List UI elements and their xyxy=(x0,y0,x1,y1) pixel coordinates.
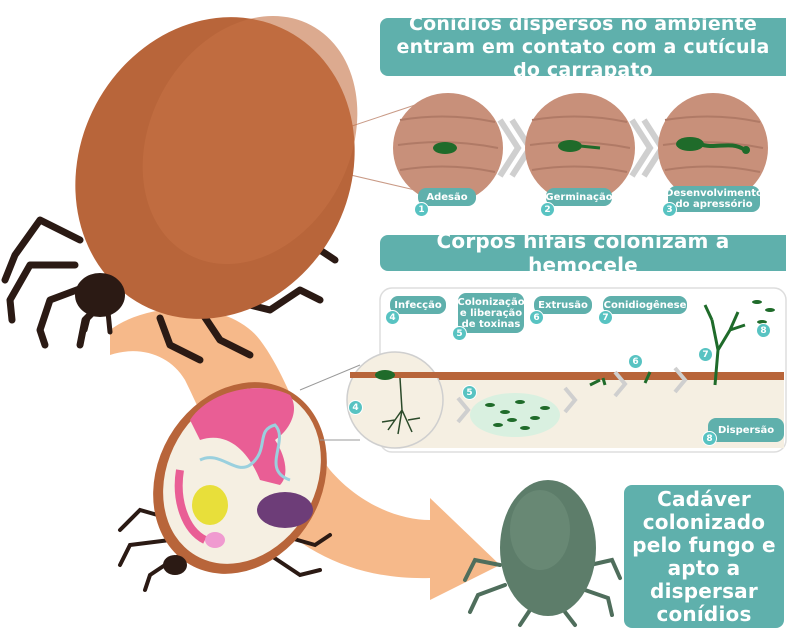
tick-head xyxy=(75,273,125,317)
dissected-tick xyxy=(119,350,361,605)
step-number-3: 3 xyxy=(662,202,677,217)
step-label-dispersion: Dispersão xyxy=(708,418,784,442)
step-number-1: 1 xyxy=(414,202,429,217)
step-label-colonization: Colonização e liberação de toxinas xyxy=(458,293,524,333)
step-number-6: 6 xyxy=(529,310,544,325)
step-label-infection: Infecção xyxy=(390,296,446,314)
step-number-2: 2 xyxy=(540,202,555,217)
step-label-appressorium: Desenvolvimento do apressório xyxy=(668,186,760,212)
step-number-4: 4 xyxy=(385,310,400,325)
cadaver-tick xyxy=(465,480,620,625)
diagram-marker-4: 4 xyxy=(348,400,363,415)
diagram-marker-8: 8 xyxy=(756,323,771,338)
step-number-5: 5 xyxy=(452,326,467,341)
step-label-conidiogenesis: Conidiogênese xyxy=(603,296,687,314)
step-number-7: 7 xyxy=(598,310,613,325)
diagram-marker-7: 7 xyxy=(698,347,713,362)
banner-hemocele: Corpos hifais colonizam a hemocele xyxy=(380,235,786,271)
banner-cadaver: Cadáver colonizado pelo fungo e apto a d… xyxy=(624,485,784,628)
step-label-extrusion: Extrusão xyxy=(534,296,592,314)
step-number-8: 8 xyxy=(702,431,717,446)
step-label-germination: Germinação xyxy=(546,188,612,206)
banner-adhesion: Conídios dispersos no ambiente entram em… xyxy=(380,18,786,76)
diagram-marker-6: 6 xyxy=(628,354,643,369)
chevrons-2 xyxy=(632,120,662,176)
diagram-marker-5: 5 xyxy=(462,385,477,400)
infection-detail xyxy=(347,352,443,448)
cuticle-circle-2 xyxy=(525,93,635,203)
cuticle-circle-1 xyxy=(393,93,503,203)
